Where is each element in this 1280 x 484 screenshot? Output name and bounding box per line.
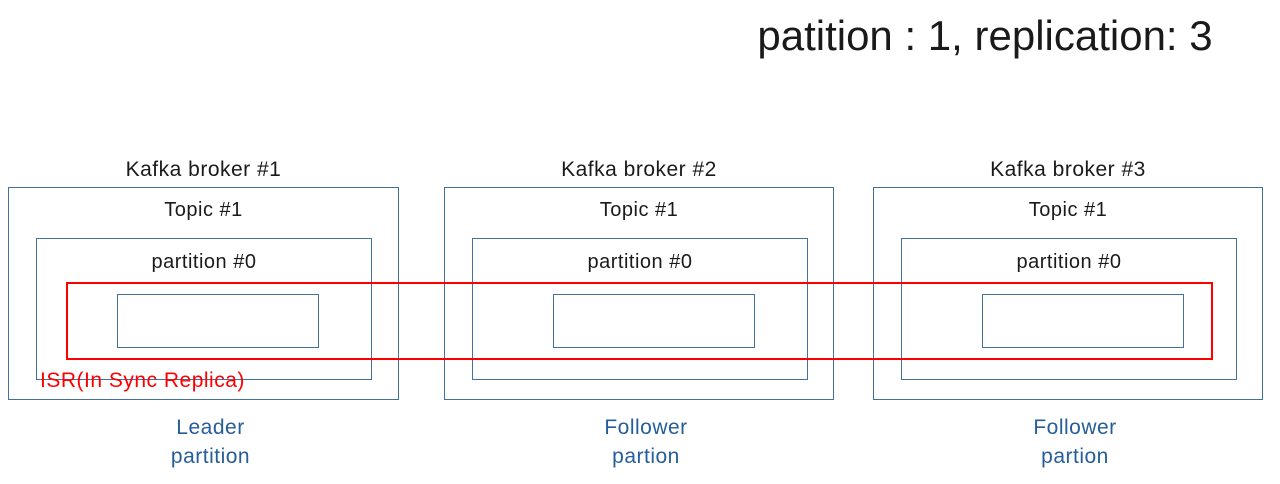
broker-2-role-line1: Follower [604, 416, 688, 439]
broker-3-partition-label: partition #0 [1016, 251, 1122, 273]
broker-1-name: Kafka broker #1 [125, 158, 282, 181]
broker-3-role-line1: Follower [1033, 416, 1117, 439]
broker-1-topic-label: Topic #1 [164, 199, 243, 221]
broker-1-role-label: Leader partition [22, 413, 399, 471]
broker-3-role-label: Follower partion [887, 413, 1263, 471]
diagram-title: patition : 1, replication: 3 [757, 12, 1213, 59]
broker-2-replica-box [553, 294, 755, 348]
broker-2-box: Topic #1 partition #0 [444, 187, 834, 400]
broker-3-role-line2: partion [1041, 445, 1109, 468]
broker-1-role-line2: partition [170, 445, 251, 468]
broker-1-role-line1: Leader [176, 416, 245, 439]
broker-3-name: Kafka broker #3 [990, 158, 1146, 181]
broker-3-replica-box [982, 294, 1184, 348]
broker-1-partition-label: partition #0 [151, 251, 257, 273]
broker-group-1: Kafka broker #1 Topic #1 partition #0 Le… [8, 153, 399, 471]
broker-1-partition-box: partition #0 [36, 238, 372, 380]
isr-annotation: ISR(In Sync Replica) [40, 369, 245, 392]
broker-3-partition-box: partition #0 [901, 238, 1237, 380]
broker-2-role-line2: partion [612, 445, 680, 468]
broker-2-partition-box: partition #0 [472, 238, 808, 380]
broker-1-box: Topic #1 partition #0 [8, 187, 399, 400]
broker-2-name: Kafka broker #2 [561, 158, 717, 181]
broker-2-role-label: Follower partion [458, 413, 834, 471]
broker-group-2: Kafka broker #2 Topic #1 partition #0 Fo… [444, 153, 834, 471]
broker-3-topic-label: Topic #1 [1028, 199, 1108, 221]
broker-2-partition-label: partition #0 [587, 251, 693, 273]
broker-3-box: Topic #1 partition #0 [873, 187, 1263, 400]
broker-2-topic-label: Topic #1 [599, 199, 679, 221]
broker-group-3: Kafka broker #3 Topic #1 partition #0 Fo… [873, 153, 1263, 471]
broker-1-replica-box [117, 294, 319, 348]
